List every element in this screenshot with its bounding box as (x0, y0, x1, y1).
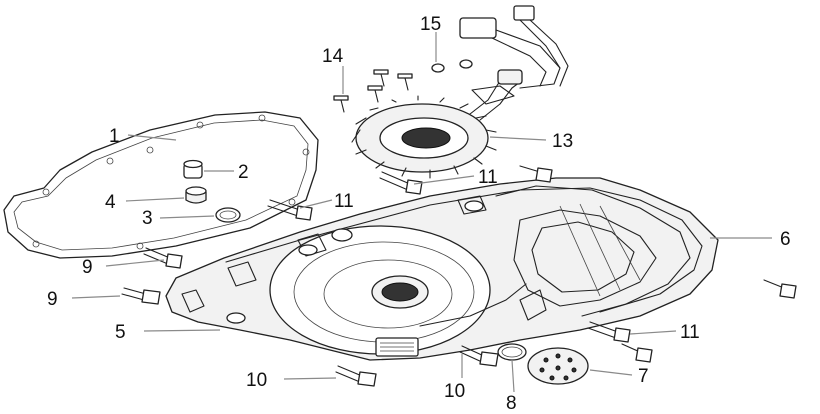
plug-part-4 (185, 186, 207, 204)
wiring-harness-part-15 (459, 5, 569, 105)
callout-3: 3 (142, 208, 153, 229)
o-ring-part-3 (215, 207, 241, 223)
callout-15: 15 (420, 14, 441, 35)
callout-5: 5 (115, 322, 126, 343)
bolt-top-right (519, 165, 553, 183)
callout-13: 13 (552, 131, 573, 152)
callout-9-upper: 9 (82, 257, 93, 278)
dowel-pin-part-2 (183, 159, 203, 179)
leader-lines (71, 32, 772, 393)
harness-clamp-screws (431, 59, 473, 73)
gasket-part-1 (3, 111, 319, 259)
bolt-part-11-a (379, 171, 423, 195)
callout-4: 4 (105, 192, 116, 213)
callout-9-lower: 9 (47, 289, 58, 310)
callout-8: 8 (506, 393, 517, 414)
callout-11-top: 11 (478, 167, 498, 188)
bolt-part-10-a (335, 365, 377, 387)
bolt-part-9-b (121, 287, 161, 305)
screws-part-14 (333, 69, 413, 113)
bolt-right-edge (763, 279, 797, 299)
callout-1: 1 (109, 126, 120, 147)
callout-10-left: 10 (246, 370, 267, 391)
bolt-bottom-right (621, 343, 653, 363)
bolt-part-10-b (459, 345, 499, 367)
callout-14: 14 (322, 46, 344, 67)
callout-2: 2 (238, 162, 249, 183)
bolt-part-11-b (267, 199, 313, 221)
callout-10-right: 10 (444, 381, 465, 402)
stator-part-13 (351, 75, 521, 179)
crankcase-cover-part-5-6 (165, 177, 719, 361)
o-ring-part-8 (497, 343, 527, 361)
callout-11-right: 11 (680, 322, 700, 343)
bolt-part-9-a (143, 247, 183, 269)
callouts: 1 2 3 4 5 6 7 8 9 9 10 10 11 11 11 13 14… (47, 14, 791, 414)
callout-7: 7 (638, 366, 649, 387)
callout-11-left: 11 (334, 191, 354, 212)
strainer-cap-part-7 (527, 347, 589, 385)
bolt-part-11-c (587, 321, 631, 343)
callout-6: 6 (780, 229, 791, 250)
